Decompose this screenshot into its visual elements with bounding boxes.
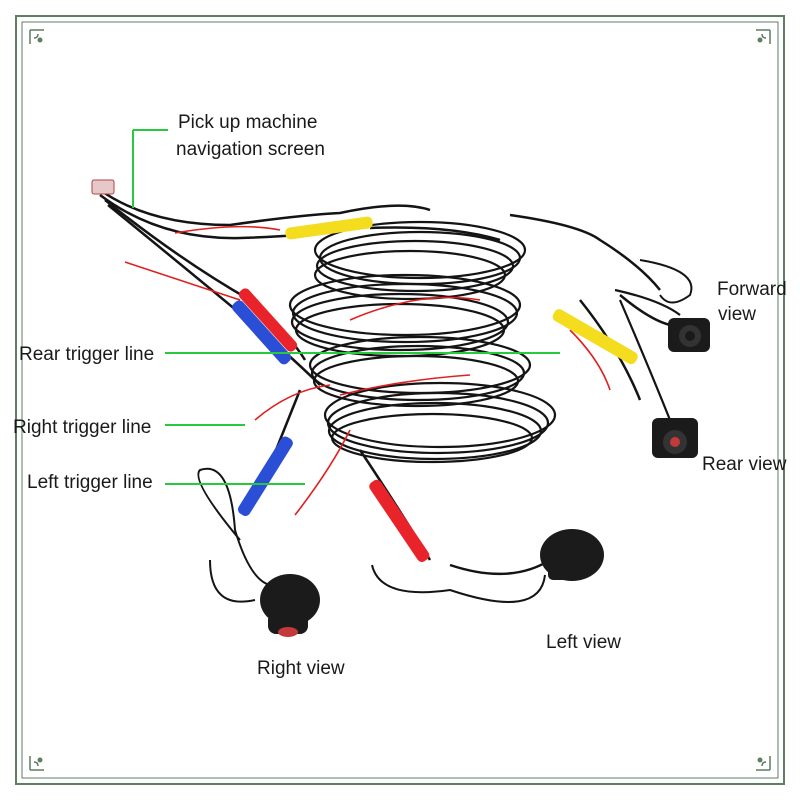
forward-view-camera xyxy=(614,259,710,352)
coiled-cable-bundle xyxy=(288,220,557,464)
red-plug-lower xyxy=(369,479,430,562)
harness-cables xyxy=(99,188,671,576)
blue-plug-lower xyxy=(237,436,293,516)
red-plug-upper xyxy=(238,288,298,352)
pickup-label-line2: navigation screen xyxy=(176,139,325,160)
forward-view-label-line2: view xyxy=(718,304,757,325)
right-trigger-label: Right trigger line xyxy=(13,417,152,438)
left-trigger-label: Left trigger line xyxy=(27,472,153,493)
head-connector xyxy=(91,179,115,195)
yellow-plug-right xyxy=(552,309,638,365)
yellow-plug-top xyxy=(285,216,373,240)
left-view-label: Left view xyxy=(546,632,621,653)
callout-lines xyxy=(132,129,560,485)
right-view-label: Right view xyxy=(257,658,345,679)
forward-view-label-line1: Forward xyxy=(717,279,787,300)
rear-trigger-label: Rear trigger line xyxy=(19,344,155,365)
red-trigger-wires xyxy=(124,225,611,516)
pickup-callout xyxy=(132,129,168,208)
pickup-label-line1: Pick up machine xyxy=(178,112,318,133)
rear-view-label: Rear view xyxy=(702,454,787,475)
decorative-frame xyxy=(15,15,785,785)
left-view-camera xyxy=(371,529,604,603)
rear-view-camera xyxy=(618,299,698,458)
right-view-camera xyxy=(197,467,320,637)
blue-plug-upper xyxy=(232,300,292,365)
